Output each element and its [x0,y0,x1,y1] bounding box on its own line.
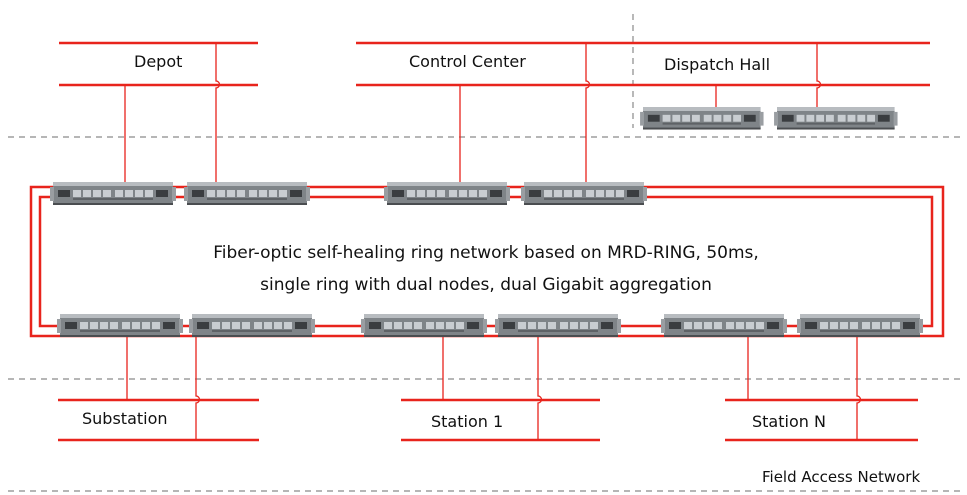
label-depot: Depot [134,52,182,71]
switch-dispatch-2 [774,107,898,130]
industrial-ethernet-switch-icon [495,314,621,337]
switch-dispatch-1 [640,107,764,130]
switches [50,107,923,337]
industrial-ethernet-switch-icon [797,314,923,337]
substation-link-2 [195,336,201,440]
control-link-2 [585,43,591,184]
switch-ring-top-3 [384,182,510,205]
industrial-ethernet-switch-icon [189,314,315,337]
ring-description-line-1: Fiber-optic self-healing ring network ba… [213,243,759,263]
switch-ring-bottom-5 [661,314,787,337]
zone-separators [8,14,960,492]
labels: Depot Control Center Dispatch Hall Fiber… [82,52,920,486]
stationn-link-2 [856,336,862,440]
industrial-ethernet-switch-icon [640,107,764,130]
industrial-ethernet-switch-icon [57,314,183,337]
label-station-n: Station N [752,412,826,431]
depot-link-2 [215,43,221,184]
top-drop-links [124,43,822,184]
switch-ring-top-2 [184,182,310,205]
industrial-ethernet-switch-icon [361,314,487,337]
switch-ring-bottom-6 [797,314,923,337]
switch-ring-top-1 [50,182,176,205]
industrial-ethernet-switch-icon [774,107,898,130]
ring-description-line-2: single ring with dual nodes, dual Gigabi… [260,275,712,295]
dispatch-link-2 [816,43,822,108]
industrial-ethernet-switch-icon [661,314,787,337]
industrial-ethernet-switch-icon [384,182,510,205]
label-substation: Substation [82,409,168,428]
top-lan-bars [59,41,930,87]
industrial-ethernet-switch-icon [521,182,647,205]
label-dispatch-hall: Dispatch Hall [664,55,770,74]
label-field-access-network: Field Access Network [762,468,920,486]
switch-ring-top-4 [521,182,647,205]
switch-ring-bottom-2 [189,314,315,337]
switch-ring-bottom-1 [57,314,183,337]
switch-ring-bottom-4 [495,314,621,337]
bottom-lan-bars [58,398,918,442]
station1-link-2 [537,336,543,440]
label-control-center: Control Center [409,52,526,71]
industrial-ethernet-switch-icon [184,182,310,205]
label-station-1: Station 1 [431,412,503,431]
industrial-ethernet-switch-icon [50,182,176,205]
bottom-drop-links [126,336,862,440]
switch-ring-bottom-3 [361,314,487,337]
